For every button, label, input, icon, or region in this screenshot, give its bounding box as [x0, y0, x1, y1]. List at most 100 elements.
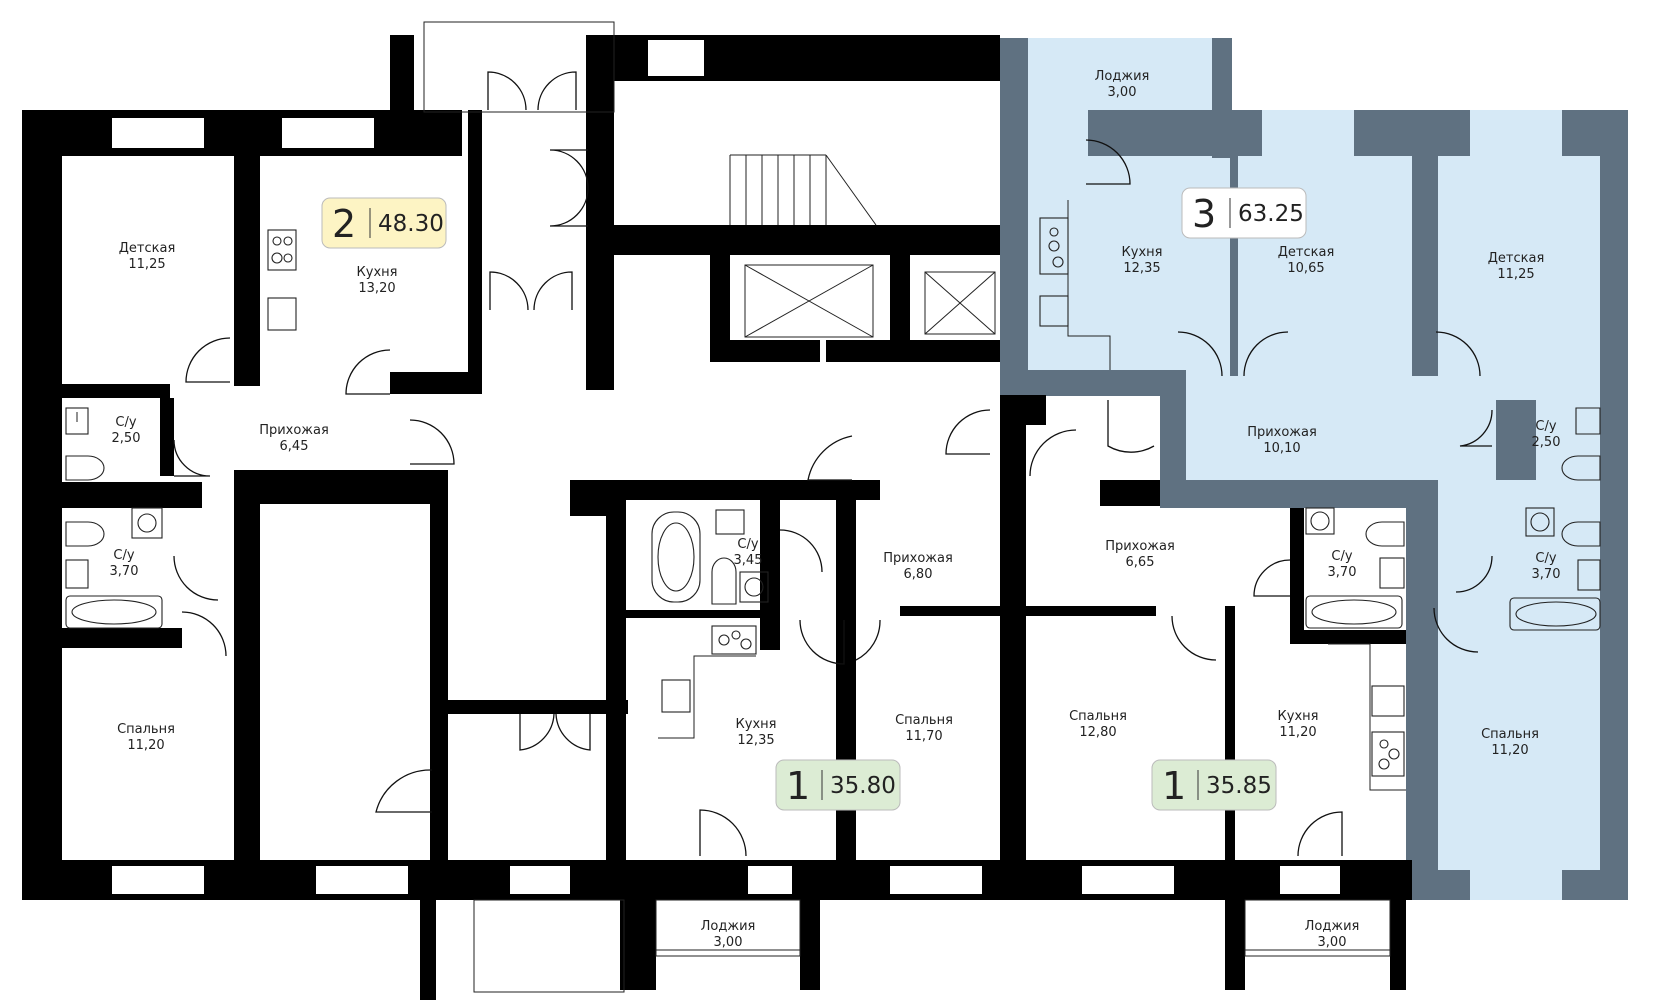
svg-text:Прихожая: Прихожая	[1105, 539, 1175, 554]
svg-text:С/у: С/у	[1535, 551, 1556, 566]
svg-text:3,00: 3,00	[714, 935, 743, 950]
badge-rooms: 1	[786, 764, 810, 808]
svg-text:11,25: 11,25	[1497, 267, 1534, 282]
svg-text:Спальня: Спальня	[117, 722, 175, 737]
svg-text:13,20: 13,20	[358, 281, 395, 296]
room-label: С/у2,50	[112, 415, 141, 446]
badge-area: 63.25	[1238, 201, 1304, 227]
svg-text:С/у: С/у	[1331, 549, 1352, 564]
toilet-icon	[65, 455, 105, 481]
svg-text:С/у: С/у	[113, 548, 134, 563]
svg-text:3,45: 3,45	[734, 553, 763, 568]
svg-text:Кухня: Кухня	[357, 265, 398, 280]
badge-apt-2[interactable]: 2 48.30	[321, 197, 447, 249]
svg-text:Лоджия: Лоджия	[1095, 69, 1150, 84]
badge-apt-3[interactable]: 3 63.25	[1181, 187, 1307, 239]
svg-text:Спальня: Спальня	[895, 713, 953, 728]
svg-text:11,20: 11,20	[1279, 725, 1316, 740]
badge-area: 35.80	[830, 773, 896, 799]
badge-bg	[1181, 187, 1307, 239]
bathtub-icon	[65, 595, 163, 629]
room-label: С/у3,70	[110, 548, 139, 579]
room-label: С/у3,45	[734, 537, 763, 568]
svg-text:11,70: 11,70	[905, 729, 942, 744]
fixtures	[65, 200, 1601, 791]
svg-text:Детская: Детская	[1278, 245, 1335, 260]
stairs	[729, 154, 877, 226]
svg-text:Спальня: Спальня	[1069, 709, 1127, 724]
svg-text:Кухня: Кухня	[1278, 709, 1319, 724]
svg-text:Прихожая: Прихожая	[1247, 425, 1317, 440]
svg-text:3,70: 3,70	[1532, 567, 1561, 582]
badge-area: 48.30	[378, 211, 444, 237]
room-label: С/у2,50	[1532, 419, 1561, 450]
badge-bg	[1151, 759, 1277, 811]
stove-icon	[267, 229, 297, 271]
svg-text:Прихожая: Прихожая	[883, 551, 953, 566]
badge-rooms: 3	[1192, 192, 1216, 236]
badge-apt-1a[interactable]: 1 35.80	[775, 759, 901, 811]
svg-text:Детская: Детская	[119, 241, 176, 256]
svg-text:10,10: 10,10	[1263, 441, 1300, 456]
svg-text:12,35: 12,35	[737, 733, 774, 748]
svg-text:2,50: 2,50	[1532, 435, 1561, 450]
svg-text:3,00: 3,00	[1318, 935, 1347, 950]
svg-text:С/у: С/у	[115, 415, 136, 430]
badge-apt-1b[interactable]: 1 35.85	[1151, 759, 1277, 811]
svg-text:11,20: 11,20	[127, 738, 164, 753]
svg-text:2,50: 2,50	[112, 431, 141, 446]
svg-text:3,00: 3,00	[1108, 85, 1137, 100]
svg-text:С/у: С/у	[1535, 419, 1556, 434]
svg-text:Кухня: Кухня	[1122, 245, 1163, 260]
loggias	[423, 21, 1391, 993]
svg-text:6,45: 6,45	[280, 439, 309, 454]
walls	[22, 35, 1412, 1000]
sink-icon	[267, 297, 297, 331]
badge-bg	[321, 197, 447, 249]
svg-text:Детская: Детская	[1488, 251, 1545, 266]
svg-text:12,80: 12,80	[1079, 725, 1116, 740]
svg-text:3,70: 3,70	[110, 564, 139, 579]
badge-rooms: 2	[332, 202, 356, 246]
badge-area: 35.85	[1206, 773, 1272, 799]
svg-text:Лоджия: Лоджия	[701, 919, 756, 934]
room-label: С/у3,70	[1532, 551, 1561, 582]
badge-rooms: 1	[1162, 764, 1186, 808]
doors	[173, 71, 1493, 857]
svg-text:12,35: 12,35	[1123, 261, 1160, 276]
svg-text:6,65: 6,65	[1126, 555, 1155, 570]
svg-text:Лоджия: Лоджия	[1305, 919, 1360, 934]
svg-text:Прихожая: Прихожая	[259, 423, 329, 438]
svg-text:11,20: 11,20	[1491, 743, 1528, 758]
svg-text:11,25: 11,25	[128, 257, 165, 272]
svg-text:6,80: 6,80	[904, 567, 933, 582]
badge-bg	[775, 759, 901, 811]
svg-text:10,65: 10,65	[1287, 261, 1324, 276]
elevator-shafts	[744, 264, 996, 338]
highlighted-apartment-area[interactable]	[1000, 38, 1628, 900]
svg-text:3,70: 3,70	[1328, 565, 1357, 580]
room-label: С/у3,70	[1328, 549, 1357, 580]
svg-text:Кухня: Кухня	[736, 717, 777, 732]
svg-text:С/у: С/у	[737, 537, 758, 552]
